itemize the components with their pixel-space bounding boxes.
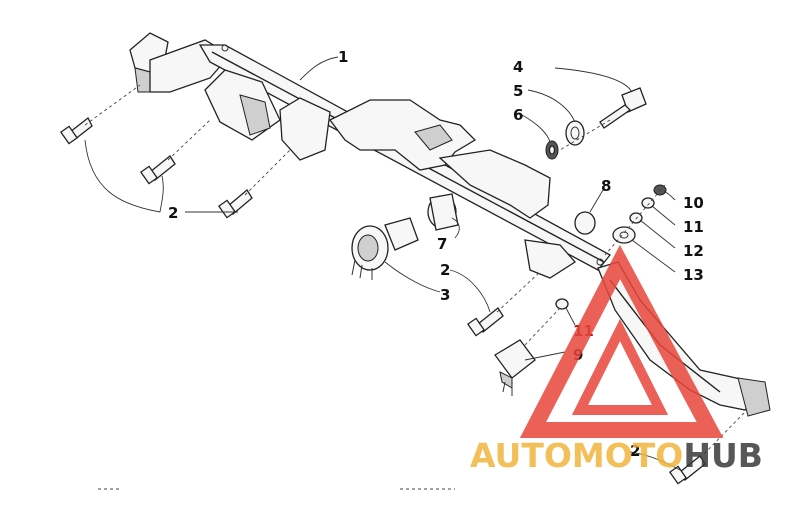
callout-13: 13 xyxy=(683,266,704,284)
switch-bezel xyxy=(427,193,459,231)
nut xyxy=(545,140,559,160)
callout-2-bottom: 2 xyxy=(630,442,640,460)
watermark-text-secondary: HUB xyxy=(683,436,763,475)
large-washer xyxy=(612,226,636,244)
watermark-logo-icon xyxy=(519,244,724,438)
key xyxy=(599,87,647,129)
callout-5: 5 xyxy=(513,82,523,100)
callout-1: 1 xyxy=(338,48,348,66)
watermark-text: AUTOMOTOHUB xyxy=(470,436,763,475)
plug xyxy=(574,211,596,235)
ignition-switch xyxy=(351,217,419,280)
callout-3: 3 xyxy=(440,286,450,304)
callout-8: 8 xyxy=(601,177,611,195)
toggle-switch xyxy=(494,339,536,396)
screw-low-left xyxy=(217,189,253,219)
callout-2-center: 2 xyxy=(440,261,450,279)
small-nut xyxy=(653,184,667,196)
flat-washer xyxy=(629,212,643,224)
lock-washer-upper xyxy=(641,197,655,209)
screw-mid-left xyxy=(139,155,176,185)
callout-6: 6 xyxy=(513,106,523,124)
washer xyxy=(565,120,585,146)
callout-4: 4 xyxy=(513,58,523,76)
callout-10: 10 xyxy=(683,194,704,212)
watermark-text-primary: AUTOMOTO xyxy=(470,436,683,475)
crossbar-frame xyxy=(129,32,771,417)
lock-washer-lower xyxy=(555,298,569,310)
screw-bottom-right xyxy=(668,455,706,485)
callout-12: 12 xyxy=(683,242,704,260)
callout-11-upper: 11 xyxy=(683,218,704,236)
watermark: AUTOMOTOHUB xyxy=(470,244,763,475)
callout-7: 7 xyxy=(437,235,447,253)
screw-top-left xyxy=(59,117,93,145)
screw-center xyxy=(466,307,504,337)
callout-2-left: 2 xyxy=(168,204,178,222)
